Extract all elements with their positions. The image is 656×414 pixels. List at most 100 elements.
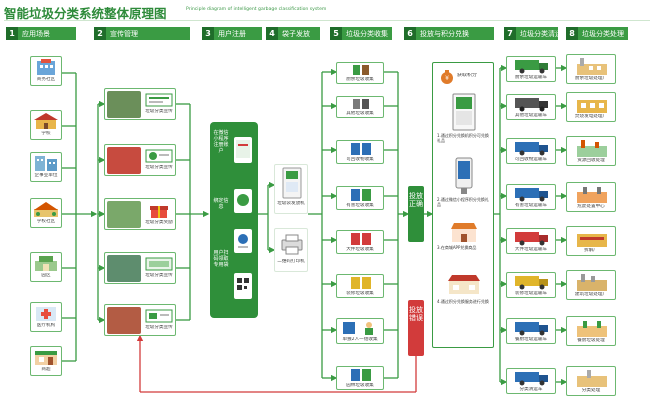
hospital-icon	[36, 307, 56, 321]
section-number: 8	[566, 27, 578, 40]
exchange-step-1: 1.通过积分兑换机积分可兑换礼品	[437, 133, 489, 143]
service-center-icon[interactable]	[447, 273, 481, 295]
transport-card[interactable]: 装修垃圾运输车	[506, 272, 556, 298]
promo-label: 垃圾分类宣传	[145, 165, 173, 170]
transport-card[interactable]: 有害垃圾运输车	[506, 184, 556, 210]
collect-label: 厨余垃圾收集	[346, 77, 374, 82]
transport-card[interactable]: 可回收物运输车	[506, 138, 556, 164]
disposal-card[interactable]: 危废处置中心	[566, 182, 616, 212]
points-bag-icon: ¥	[441, 70, 453, 84]
section-label: 垃圾分类清运	[520, 29, 558, 38]
photo-icon	[107, 307, 141, 334]
scene-label: 学校	[41, 131, 51, 136]
scene-card[interactable]: 医疗机构	[30, 302, 62, 332]
photo-icon	[107, 147, 141, 174]
collect-card[interactable]: 单独2人一组收集	[336, 318, 384, 344]
disposal-card[interactable]: 资源回收处理	[566, 136, 616, 166]
collect-label: 有害垃圾收集	[346, 203, 374, 208]
disposal-card[interactable]: 拆解厂	[566, 226, 616, 256]
page-subtitle: Principle diagram of intelligent garbage…	[186, 7, 327, 12]
collect-card[interactable]: 装修垃圾收集	[336, 274, 384, 298]
disposal-label: 餐厨垃圾处理	[577, 338, 605, 343]
section-label: 用户注册	[218, 29, 246, 38]
office-icon	[35, 156, 57, 171]
correct-disposal-bar[interactable]: 投放正确	[408, 186, 424, 242]
transport-label: 厨余垃圾运输车	[514, 75, 548, 80]
disposal-label: 拆解厂	[584, 248, 598, 253]
section-label: 应用场景	[22, 29, 50, 38]
factory-icon	[577, 58, 607, 75]
scene-card[interactable]: 商务社区	[30, 56, 62, 86]
bin-icon	[353, 65, 369, 75]
promo-label: 垃圾分类宣传	[145, 325, 173, 330]
bin-icon	[351, 143, 371, 155]
disposal-card[interactable]: 建筑垃圾处理厂	[566, 270, 616, 300]
collect-card[interactable]: 厨余垃圾收集	[336, 62, 384, 84]
disposal-card[interactable]: 厨余垃圾处理厂	[566, 54, 616, 84]
collect-card[interactable]: 园林垃圾收集	[336, 366, 384, 390]
collect-card[interactable]: 其他垃圾收集	[336, 96, 384, 118]
bind-info-icon[interactable]	[232, 228, 254, 254]
exchange-panel: ¥ 获取积分 1.通过积分兑换机积分可兑换礼品 2.通过微信小程序积分兑换礼品 …	[432, 62, 494, 348]
collect-card[interactable]: 大件垃圾收集	[336, 230, 384, 254]
collect-card[interactable]: 有害垃圾收集	[336, 186, 384, 210]
promo-label: 垃圾分类宣传	[145, 109, 173, 114]
exchange-machine-icon[interactable]	[451, 93, 477, 131]
scene-label: 商务社区	[36, 77, 56, 82]
exchange-step-4: 4.通过积分兑换服务进行兑换	[437, 299, 489, 304]
transport-card[interactable]: 其他垃圾运输车	[506, 94, 556, 120]
park-icon	[35, 256, 57, 271]
factory-icon	[577, 370, 607, 387]
promo-card[interactable]: 垃圾分类宣传	[104, 88, 176, 120]
wrong-disposal-label: 投放错误	[409, 306, 423, 323]
truck-icon	[515, 372, 548, 386]
section-header-exchange: 6 投放与积分兑换	[404, 27, 494, 40]
scene-card[interactable]: 商超	[30, 346, 62, 376]
register-step-3: 用户扫码领取专用袋	[213, 250, 229, 268]
supermarket-icon	[35, 351, 57, 365]
scene-label: 学校社区	[36, 219, 56, 224]
bag-dispenser-card[interactable]: 垃圾袋发放机	[274, 164, 308, 214]
disposal-card[interactable]: 餐厨垃圾处理	[566, 316, 616, 346]
collect-label: 可回收物收集	[346, 157, 374, 162]
factory-icon	[577, 274, 607, 291]
scan-code-icon[interactable]	[232, 272, 254, 300]
scene-card[interactable]: 学校	[30, 110, 62, 140]
page-title: 智能垃圾分类系统整体原理图	[4, 6, 167, 21]
transport-card[interactable]: 分类清运车	[506, 368, 556, 394]
kiosk-icon[interactable]	[453, 157, 475, 195]
scene-card[interactable]: 学校社区	[30, 198, 62, 228]
truck-icon	[515, 322, 548, 336]
transport-card[interactable]: 餐厨垃圾运输车	[506, 318, 556, 344]
promo-card[interactable]: 垃圾分类宣传	[104, 304, 176, 336]
phone-icon[interactable]	[232, 136, 254, 164]
wrong-disposal-bar[interactable]: 投放错误	[408, 300, 424, 356]
transport-card[interactable]: 厨余垃圾运输车	[506, 56, 556, 82]
qr-printer-card[interactable]: 二维码打印机	[274, 228, 308, 272]
bag-dispenser-label: 垃圾袋发放机	[277, 201, 305, 206]
scene-card[interactable]: 企事业单位	[30, 152, 62, 182]
promo-label: 垃圾分类奖励	[145, 220, 173, 225]
wechat-miniprogram-icon[interactable]	[232, 188, 254, 214]
disposal-card[interactable]: 分类处理	[566, 366, 616, 396]
poster-icon	[145, 93, 173, 107]
correct-disposal-label: 投放正确	[409, 192, 423, 209]
factory-icon	[577, 100, 607, 113]
promo-card[interactable]: 垃圾分类宣传	[104, 252, 176, 284]
disposal-card[interactable]: 焚烧发电处理厂	[566, 92, 616, 122]
section-header-scenes: 1 应用场景	[6, 27, 76, 40]
section-header-transport: 7 垃圾分类清运	[504, 27, 558, 40]
promo-card[interactable]: 垃圾分类宣传	[104, 144, 176, 176]
scene-card[interactable]: 园区	[30, 252, 62, 282]
transport-card[interactable]: 大件垃圾运输车	[506, 228, 556, 254]
collect-label: 其他垃圾收集	[346, 111, 374, 116]
shop-icon[interactable]	[449, 221, 479, 243]
bin-icon	[351, 233, 371, 245]
factory-icon	[577, 321, 607, 337]
promo-card[interactable]: 垃圾分类奖励	[104, 198, 176, 230]
register-step-2: 绑定信息	[213, 198, 229, 210]
collect-card[interactable]: 可回收物收集	[336, 140, 384, 164]
qr-printer-label: 二维码打印机	[277, 259, 305, 264]
scene-label: 医疗机构	[36, 323, 56, 328]
